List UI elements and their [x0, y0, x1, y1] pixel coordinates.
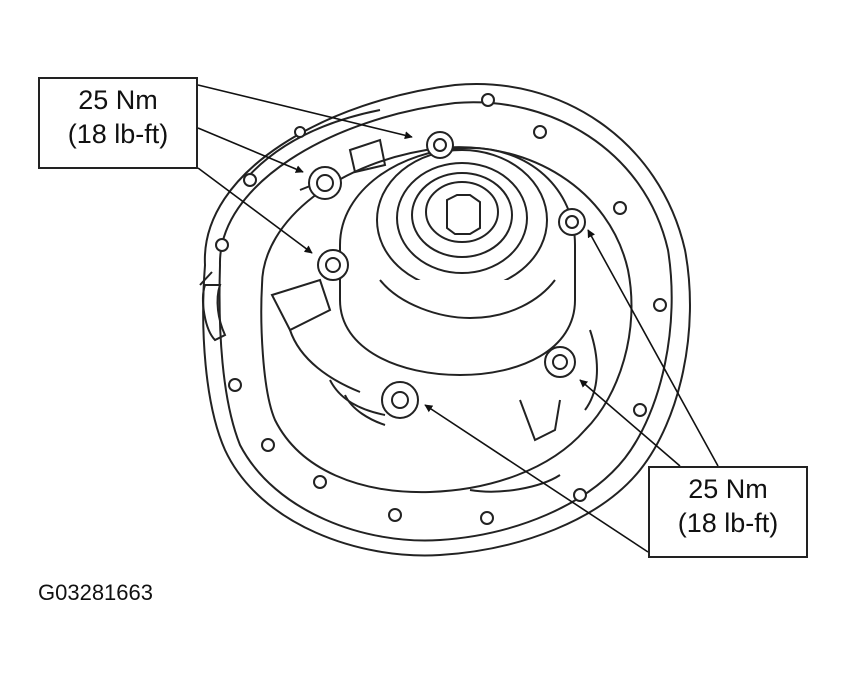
bolt-upper-left [308, 166, 342, 200]
bolts [308, 131, 586, 419]
leader-lines [197, 84, 719, 553]
torque-callout-bottom-right: 25 Nm (18 lb-ft) [648, 466, 808, 558]
central-hub [339, 146, 576, 377]
flange-holes [215, 93, 667, 525]
torque-callout-top-left: 25 Nm (18 lb-ft) [38, 77, 198, 169]
bolt-right [558, 208, 586, 236]
figure-id: G03281663 [38, 580, 153, 605]
bolt-left [317, 249, 349, 281]
torque-value-lbft: (18 lb-ft) [67, 119, 169, 149]
bolt-lower-right [544, 346, 576, 378]
housing-details [202, 138, 598, 493]
torque-value-nm: 25 Nm [688, 474, 768, 504]
torque-value-nm: 25 Nm [78, 85, 158, 115]
bolt-bottom [381, 381, 419, 419]
torque-value-lbft: (18 lb-ft) [677, 508, 779, 538]
bolt-top [426, 131, 454, 159]
